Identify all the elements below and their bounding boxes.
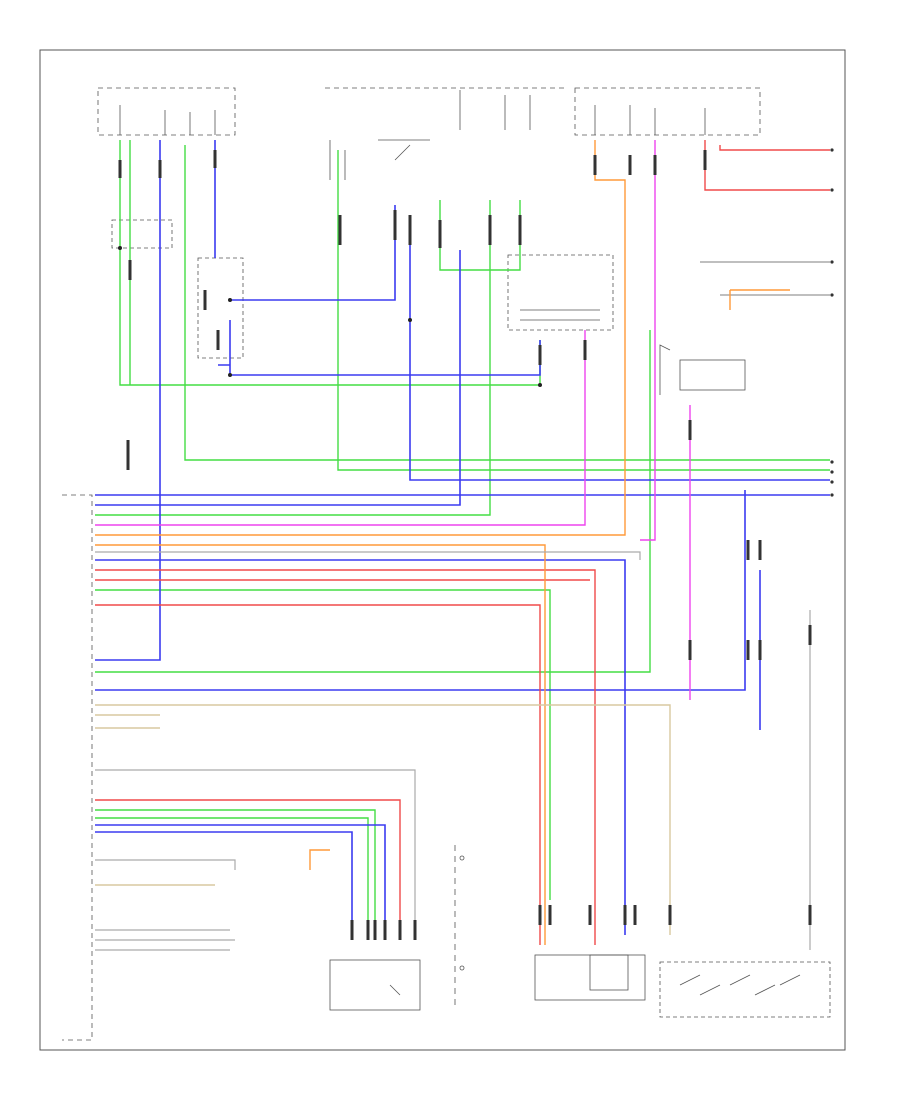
blue-wires bbox=[95, 140, 830, 935]
engine-control-module bbox=[62, 494, 93, 1041]
left-relay-block bbox=[111, 219, 244, 359]
center-relay-block bbox=[507, 254, 614, 331]
connector-pins bbox=[118, 150, 812, 940]
throttle-body-connector bbox=[329, 959, 421, 1011]
top-left-fuse-block bbox=[97, 87, 236, 136]
tan-wires bbox=[95, 704, 671, 935]
cruise-control-switch bbox=[659, 961, 831, 1018]
top-center-fuse-block bbox=[325, 87, 565, 180]
wire-splices bbox=[118, 246, 542, 387]
right-relay-module bbox=[659, 261, 830, 395]
magenta-wires bbox=[95, 140, 691, 700]
combination-meter bbox=[534, 954, 646, 1001]
top-right-fuse-block bbox=[574, 87, 761, 136]
right-edge-terminals bbox=[830, 148, 834, 497]
green-wires bbox=[95, 140, 830, 935]
ground-symbols bbox=[454, 845, 465, 1010]
diagram-frame bbox=[39, 49, 846, 1051]
gray-wires bbox=[95, 551, 811, 951]
